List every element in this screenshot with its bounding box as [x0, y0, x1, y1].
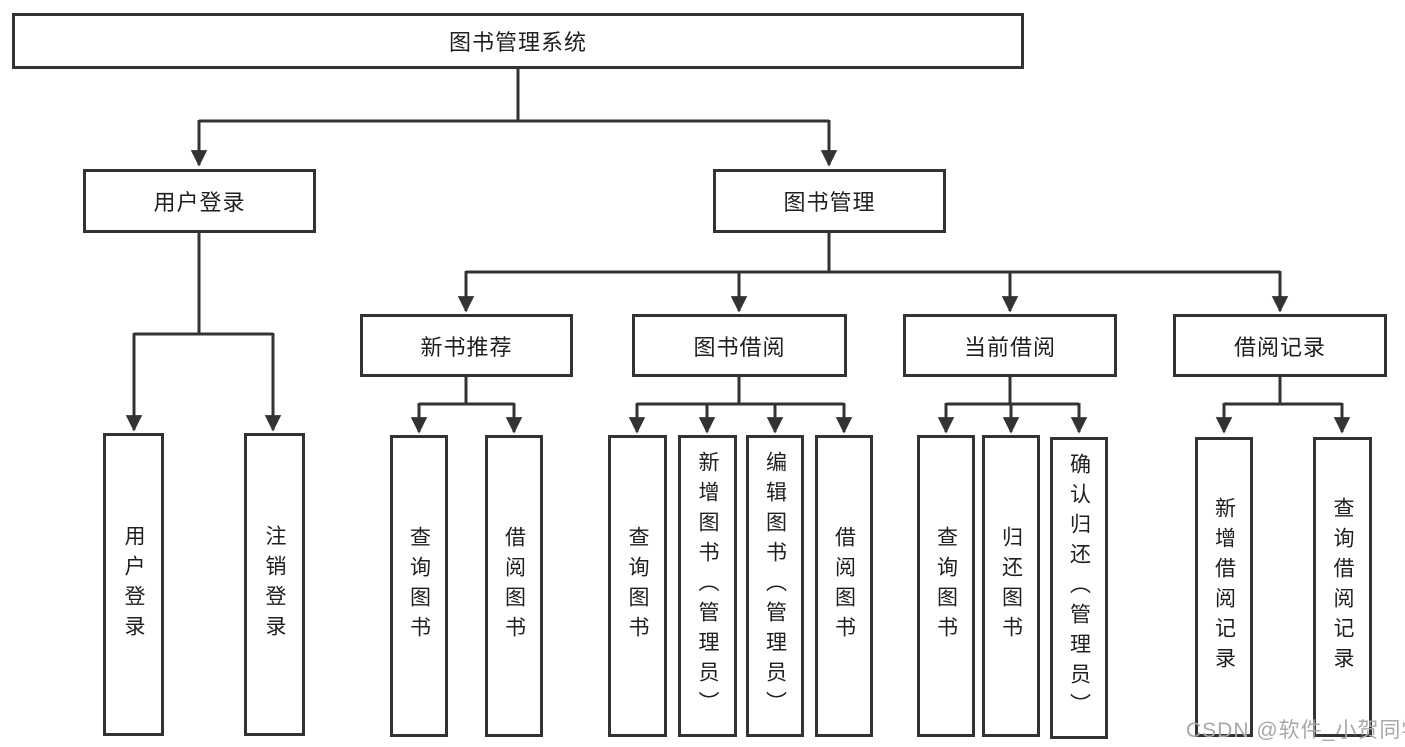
connector-user-login-trunk — [134, 233, 273, 336]
leaf-add-borrow-record: 新增借阅记录 — [1195, 437, 1253, 737]
node-book-management: 图书管理 — [713, 169, 946, 233]
leaf-query-books-2: 查询图书 — [608, 435, 667, 737]
leaf-edit-books-admin: 编辑图书（管理员） — [746, 435, 804, 737]
csdn-watermark: CSDN @软件_小贺同学 — [1186, 719, 1405, 742]
leaf-user-login: 用户登录 — [103, 433, 164, 736]
node-borrowing-records: 借阅记录 — [1173, 314, 1387, 377]
leaf-add-books-admin: 新增图书（管理员） — [678, 435, 737, 737]
leaf-query-books-1: 查询图书 — [390, 435, 448, 737]
leaf-query-books-3: 查询图书 — [917, 435, 975, 737]
node-user-login: 用户登录 — [83, 169, 316, 233]
node-root-system: 图书管理系统 — [12, 13, 1024, 69]
leaf-logout: 注销登录 — [244, 433, 305, 736]
leaf-query-borrow-record: 查询借阅记录 — [1313, 437, 1372, 737]
connector-book-borrow-trunk — [637, 377, 844, 406]
node-current-borrowing: 当前借阅 — [903, 314, 1117, 377]
leaf-borrow-books-2: 借阅图书 — [815, 435, 873, 737]
node-new-book-recommend: 新书推荐 — [360, 314, 573, 377]
connector-root-trunk — [199, 69, 829, 123]
node-book-borrowing: 图书借阅 — [632, 314, 847, 377]
connector-borrow-record-trunk — [1224, 377, 1342, 406]
leaf-return-books: 归还图书 — [982, 435, 1040, 737]
connector-new-book-trunk — [419, 377, 514, 406]
leaf-borrow-books-1: 借阅图书 — [485, 435, 543, 737]
connector-book-mgmt-trunk — [466, 233, 1280, 274]
leaf-confirm-return-admin: 确认归还（管理员） — [1050, 437, 1108, 739]
connector-current-borrow-trunk — [946, 377, 1079, 406]
